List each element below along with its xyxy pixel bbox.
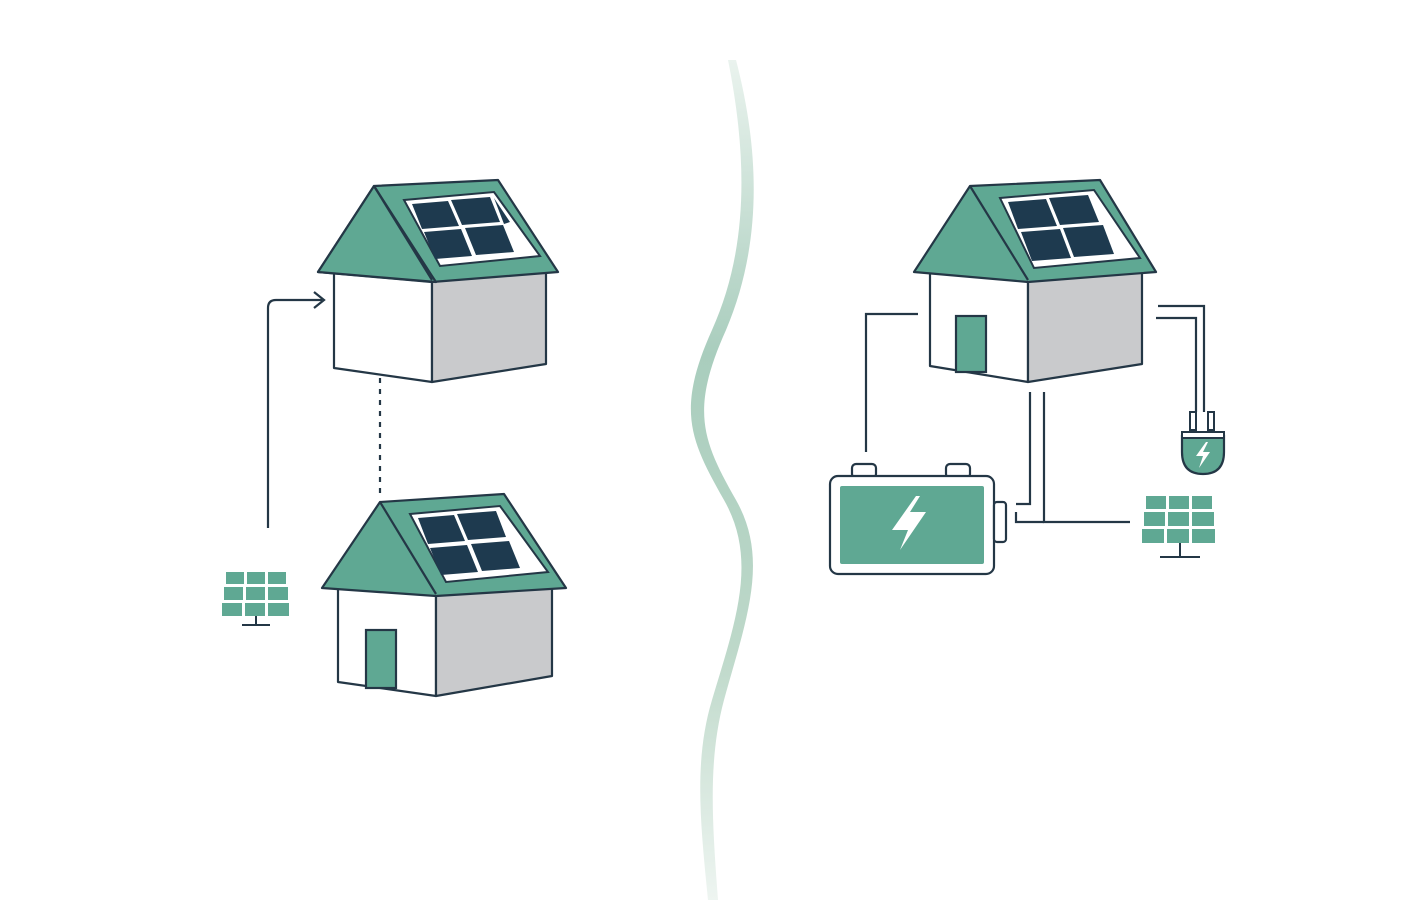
roof-solar-panel — [998, 188, 1142, 270]
solar-panel-icon — [1142, 496, 1215, 558]
solar-panel-icon — [222, 572, 289, 626]
roof-solar-panel — [402, 190, 542, 268]
wavy-divider — [690, 60, 754, 900]
wire-connectors — [864, 304, 1206, 524]
roof-solar-panel — [408, 504, 550, 584]
lightning-bolt-icon — [892, 496, 926, 550]
arrow-connector — [266, 291, 326, 528]
battery-icon — [828, 462, 1008, 576]
plug-icon — [1180, 411, 1226, 476]
door-icon — [954, 314, 988, 374]
door-icon — [364, 628, 398, 690]
